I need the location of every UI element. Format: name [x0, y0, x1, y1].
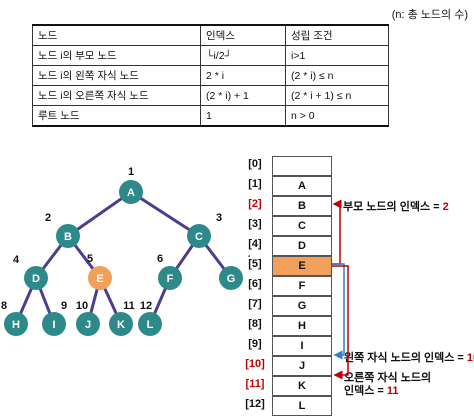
tree-node-number: 4 — [13, 254, 20, 266]
array-cell: D — [272, 236, 332, 256]
array-index-label: [8] — [248, 318, 262, 330]
tree-node-g — [219, 266, 243, 290]
tree-node-number: 12 — [140, 300, 152, 312]
tree-node-number: 9 — [61, 300, 67, 312]
array-index-label: [5] — [248, 258, 262, 270]
table-row: 노드 i의 부모 노드 └i/2┘ i>1 — [32, 45, 389, 66]
table-note: (n: 총 노드의 수) — [391, 9, 468, 21]
tree-node-c — [187, 224, 211, 248]
left-child-arrow — [332, 263, 345, 360]
array-cell: G — [272, 296, 332, 316]
tree-node-e — [88, 266, 112, 290]
tree-node-a — [119, 180, 143, 204]
table-cell: n > 0 — [285, 105, 389, 127]
table-cell: 노드 i의 오른쪽 자식 노드 — [32, 85, 201, 106]
array-index-label: [9] — [248, 338, 262, 350]
tree-node-i — [42, 312, 66, 336]
table-row: 노드 i의 오른쪽 자식 노드 (2 * i) + 1 (2 * i + 1) … — [32, 85, 389, 106]
tree-node-label: B — [64, 231, 72, 243]
array-cell: I — [272, 336, 332, 356]
tree-node-number: 6 — [157, 253, 163, 265]
parent-index-annotation: 부모 노드의 인덱스 = 2 — [343, 198, 449, 214]
tree-node-label: L — [147, 319, 154, 331]
table-row: 루트 노드 1 n > 0 — [32, 105, 389, 127]
tree-node-label: J — [85, 319, 91, 331]
table-cell: i>1 — [285, 45, 389, 66]
array-index-label: [10] — [245, 358, 265, 370]
table-row: 노드 i의 왼쪽 자식 노드 2 * i (2 * i) ≤ n — [32, 65, 389, 86]
table-cell: (2 * i) + 1 — [200, 85, 286, 106]
tree-node-h — [4, 312, 28, 336]
right-child-value: 11 — [386, 385, 399, 397]
tree-node-label: G — [227, 273, 236, 285]
tree-edge — [130, 190, 200, 238]
tree-node-number: 10 — [76, 300, 88, 312]
table-cell: └i/2┘ — [200, 45, 286, 66]
tree-edge — [67, 190, 132, 238]
right-child-text-line2: 인덱스 = — [344, 385, 387, 397]
left-child-annotation: 왼쪽 자식 노드의 인덱스 = 10 — [344, 349, 474, 365]
parent-index-text: 부모 노드의 인덱스 = — [343, 201, 443, 213]
tree-node-b — [56, 224, 80, 248]
array-cell: L — [272, 396, 332, 416]
table-cell: 2 * i — [200, 65, 286, 86]
col-header-condition: 성립 조건 — [285, 24, 389, 46]
parent-index-value: 2 — [442, 201, 449, 213]
col-header-node: 노드 — [32, 24, 201, 46]
col-header-index: 인덱스 — [200, 24, 286, 46]
array-cell: K — [272, 376, 332, 396]
tree-node-label: A — [127, 187, 135, 199]
array-cell: J — [272, 356, 332, 376]
array-cell: E — [272, 256, 332, 276]
tree-node-number: 7 — [248, 254, 250, 266]
binary-tree-diagram: A 1B 2C 3D4E5F6G7H8I9J 10K 11L 12 — [1, 166, 250, 336]
tree-node-label: E — [96, 273, 103, 285]
array-index-label: [12] — [245, 398, 265, 410]
array-index-label: [6] — [248, 278, 262, 290]
tree-node-label: H — [12, 319, 20, 331]
array-cell — [272, 156, 332, 176]
tree-node-number: 3 — [216, 212, 222, 224]
tree-node-number: 5 — [87, 253, 93, 265]
tree-node-label: I — [52, 319, 55, 331]
array-cell: C — [272, 216, 332, 236]
tree-node-number: 2 — [45, 212, 51, 224]
table-cell: 1 — [200, 105, 286, 127]
array-cell: A — [272, 176, 332, 196]
tree-node-label: D — [32, 273, 40, 285]
array-index-label: [1] — [248, 178, 262, 190]
tree-node-number: 11 — [123, 300, 135, 312]
tree-node-l — [138, 312, 162, 336]
right-child-annotation: 오른쪽 자식 노드의 인덱스 = 11 — [344, 372, 431, 398]
array-cell: F — [272, 276, 332, 296]
array-index-label: [0] — [248, 158, 262, 170]
array-cell: B — [272, 196, 332, 216]
array-index-label: [4] — [248, 238, 262, 250]
tree-node-label: C — [195, 231, 203, 243]
index-formula-table: 노드 인덱스 성립 조건 노드 i의 부모 노드 └i/2┘ i>1 노드 i의… — [32, 24, 389, 127]
tree-node-label: F — [167, 273, 174, 285]
tree-node-label: K — [117, 319, 125, 331]
tree-node-number: 8 — [1, 300, 7, 312]
table-cell: 노드 i의 왼쪽 자식 노드 — [32, 65, 201, 86]
array-cell: H — [272, 316, 332, 336]
tree-node-number: 1 — [128, 166, 134, 178]
array-index-label: [11] — [245, 378, 265, 390]
tree-node-j — [76, 312, 100, 336]
tree-node-k — [109, 312, 133, 336]
right-child-text-line1: 오른쪽 자식 노드의 — [344, 372, 432, 384]
tree-node-f — [158, 266, 182, 290]
array-index-label: [2] — [248, 198, 262, 210]
table-cell: 루트 노드 — [32, 105, 201, 127]
array-index-label: [7] — [248, 298, 262, 310]
left-child-text: 왼쪽 자식 노드의 인덱스 = — [344, 352, 467, 364]
table-cell: 노드 i의 부모 노드 — [32, 45, 201, 66]
table-cell: (2 * i) ≤ n — [285, 65, 389, 86]
tree-node-d — [24, 266, 48, 290]
left-child-value: 10 — [466, 352, 474, 364]
table-header-row: 노드 인덱스 성립 조건 — [32, 24, 389, 46]
array-index-label: [3] — [248, 218, 262, 230]
table-cell: (2 * i + 1) ≤ n — [285, 85, 389, 106]
parent-arrow — [332, 199, 342, 265]
